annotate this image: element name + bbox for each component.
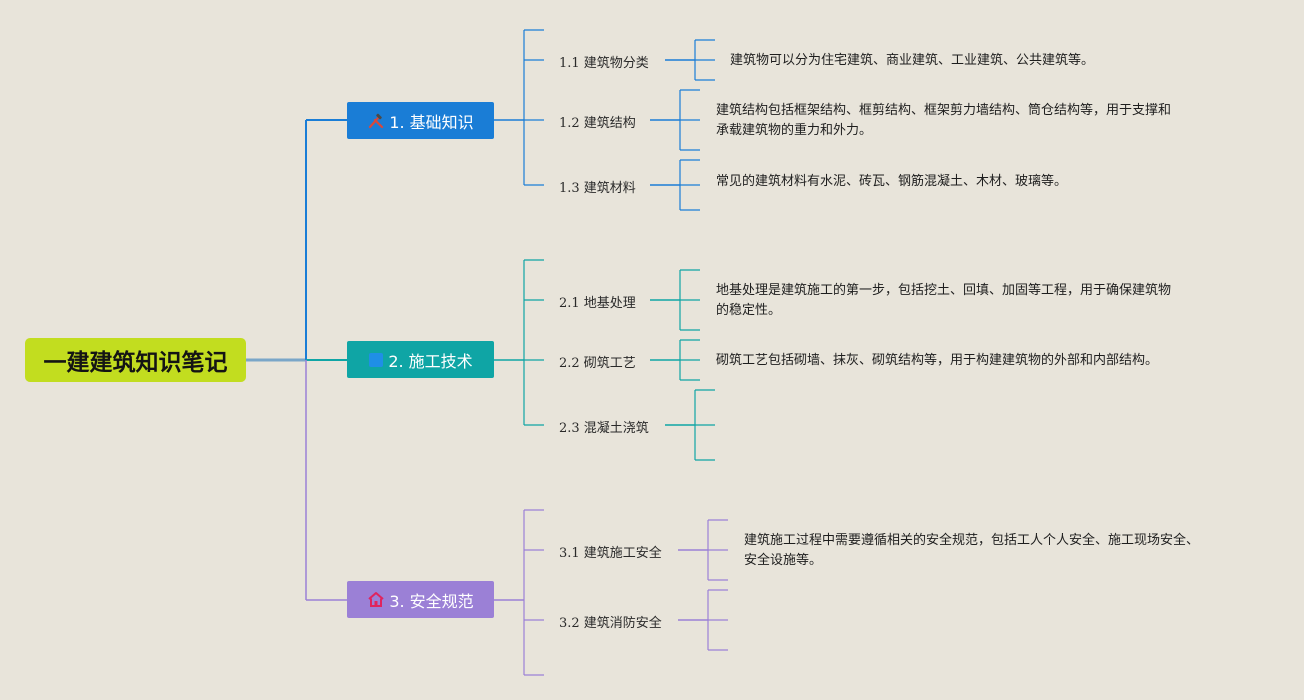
root-topic[interactable]: 一建建筑知识笔记 (25, 338, 246, 382)
note-2-1[interactable]: 地基处理是建筑施工的第一步，包括挖土、回填、加固等工程，用于确保建筑物的稳定性。 (716, 281, 1236, 321)
note-text: 安全设施等。 (744, 553, 823, 568)
house-icon (367, 591, 385, 608)
branch-label: 1. 基础知识 (389, 112, 474, 132)
topic-3-1[interactable]: 3.1 建筑施工安全 (559, 542, 662, 561)
topic-2-3[interactable]: 2.3 混凝土浇筑 (559, 417, 649, 436)
topic-3-2[interactable]: 3.2 建筑消防安全 (559, 612, 662, 631)
note-1-2[interactable]: 建筑结构包括框架结构、框剪结构、框架剪力墙结构、筒仓结构等，用于支撑和承载建筑物… (716, 101, 1236, 141)
branch-safety-rules[interactable]: 3. 安全规范 (347, 581, 494, 618)
topic-1-2[interactable]: 1.2 建筑结构 (559, 112, 636, 131)
note-1-1[interactable]: 建筑物可以分为住宅建筑、商业建筑、工业建筑、公共建筑等。 (730, 51, 1250, 71)
topic-label: 3.1 建筑施工安全 (559, 546, 662, 561)
note-text: 建筑物可以分为住宅建筑、商业建筑、工业建筑、公共建筑等。 (730, 53, 1095, 68)
note-text: 的稳定性。 (716, 303, 782, 318)
note-text: 建筑结构包括框架结构、框剪结构、框架剪力墙结构、筒仓结构等，用于支撑和 (716, 103, 1172, 118)
topic-1-1[interactable]: 1.1 建筑物分类 (559, 52, 649, 71)
branch-label: 3. 安全规范 (389, 591, 474, 611)
topic-label: 3.2 建筑消防安全 (559, 616, 662, 631)
note-text: 砌筑工艺包括砌墙、抹灰、砌筑结构等，用于构建建筑物的外部和内部结构。 (716, 353, 1159, 368)
branch-construction-tech[interactable]: 2. 施工技术 (347, 341, 494, 378)
branch-label: 2. 施工技术 (388, 351, 473, 371)
note-3-1[interactable]: 建筑施工过程中需要遵循相关的安全规范，包括工人个人安全、施工现场安全、安全设施等… (744, 531, 1264, 571)
note-text: 建筑施工过程中需要遵循相关的安全规范，包括工人个人安全、施工现场安全、 (744, 533, 1200, 548)
square-icon (368, 352, 384, 368)
topic-2-2[interactable]: 2.2 砌筑工艺 (559, 352, 636, 371)
topic-1-3[interactable]: 1.3 建筑材料 (559, 177, 636, 196)
note-text: 常见的建筑材料有水泥、砖瓦、钢筋混凝土、木材、玻璃等。 (716, 174, 1068, 189)
topic-label: 1.3 建筑材料 (559, 181, 636, 196)
topic-label: 2.1 地基处理 (559, 296, 636, 311)
note-text: 地基处理是建筑施工的第一步，包括挖土、回填、加固等工程，用于确保建筑物 (716, 283, 1172, 298)
tools-icon (367, 113, 385, 129)
topic-label: 2.3 混凝土浇筑 (559, 421, 649, 436)
topic-label: 1.1 建筑物分类 (559, 56, 649, 71)
topic-2-1[interactable]: 2.1 地基处理 (559, 292, 636, 311)
note-text: 承载建筑物的重力和外力。 (716, 123, 873, 138)
topic-label: 1.2 建筑结构 (559, 116, 636, 131)
topic-label: 2.2 砌筑工艺 (559, 356, 636, 371)
branch-basic-knowledge[interactable]: 1. 基础知识 (347, 102, 494, 139)
root-topic-label: 一建建筑知识笔记 (43, 350, 228, 376)
note-2-2[interactable]: 砌筑工艺包括砌墙、抹灰、砌筑结构等，用于构建建筑物的外部和内部结构。 (716, 351, 1236, 371)
note-1-3[interactable]: 常见的建筑材料有水泥、砖瓦、钢筋混凝土、木材、玻璃等。 (716, 172, 1236, 192)
